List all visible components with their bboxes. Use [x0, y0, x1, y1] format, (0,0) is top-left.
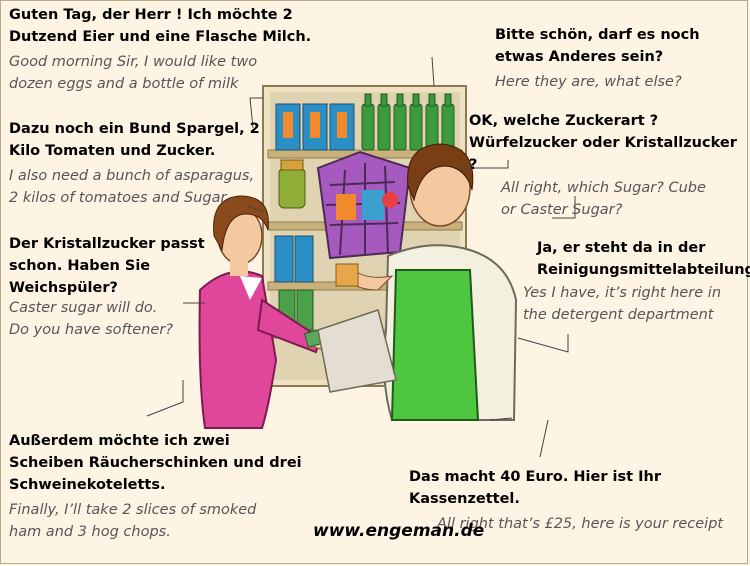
shopkeeper-line-3: Ja, er steht da in der Reinigungsmittela… [523, 237, 750, 326]
website-url[interactable]: www.engeman.de [313, 521, 485, 541]
english-translation: All right that’s £25, here is your recei… [437, 516, 724, 532]
shopkeeper-line-4: Das macht 40 Euro. Hier ist Ihr Kassenze… [409, 466, 750, 535]
english-translation: Good morning Sir, I would like two dozen… [9, 54, 258, 92]
cereal-boxes [275, 103, 355, 151]
english-translation: Here they are, what else? [495, 74, 682, 90]
customer-line-3: Der Kristallzucker passt schon. Haben Si… [9, 233, 205, 341]
lower-boxes [274, 235, 314, 331]
english-translation: Caster sugar will do. Do you have soften… [9, 300, 173, 338]
jar [278, 159, 306, 209]
german-text: Guten Tag, der Herr ! Ich möchte 2 Dutze… [9, 7, 312, 45]
german-text: Ja, er steht da in der Reinigungsmittela… [537, 240, 750, 278]
customer-line-2: Dazu noch ein Bund Spargel, 2 Kilo Tomat… [9, 118, 260, 209]
german-text: Außerdem möchte ich zwei Scheiben Räuche… [9, 433, 302, 493]
german-text: Das macht 40 Euro. Hier ist Ihr Kassenze… [409, 469, 662, 507]
customer-line-4: Außerdem möchte ich zwei Scheiben Räuche… [9, 430, 302, 543]
english-translation: Finally, I’ll take 2 slices of smoked ha… [9, 502, 257, 540]
man-shopkeeper [317, 143, 518, 421]
pointer-lines [146, 56, 576, 458]
german-text: OK, welche Zuckerart ? Würfelzucker oder… [469, 113, 737, 173]
german-text: Dazu noch ein Bund Spargel, 2 Kilo Tomat… [9, 121, 260, 159]
woman-customer [198, 195, 334, 429]
german-text: Der Kristallzucker passt schon. Haben Si… [9, 236, 205, 296]
bottles [361, 93, 455, 151]
shopping-basket [316, 150, 412, 260]
english-translation: Yes I have, it’s right here in the deter… [523, 285, 722, 323]
english-translation: I also need a bunch of asparagus, 2 kilo… [9, 168, 255, 206]
shopkeeper-line-1: Bitte schön, darf es noch etwas Anderes … [495, 24, 700, 93]
shopkeeper-line-2: OK, welche Zuckerart ? Würfelzucker oder… [469, 110, 750, 221]
english-translation: All right, which Sugar? Cube or Caster S… [501, 180, 706, 218]
customer-line-1: Guten Tag, der Herr ! Ich möchte 2 Dutze… [9, 4, 311, 95]
german-text: Bitte schön, darf es noch etwas Anderes … [495, 27, 700, 65]
